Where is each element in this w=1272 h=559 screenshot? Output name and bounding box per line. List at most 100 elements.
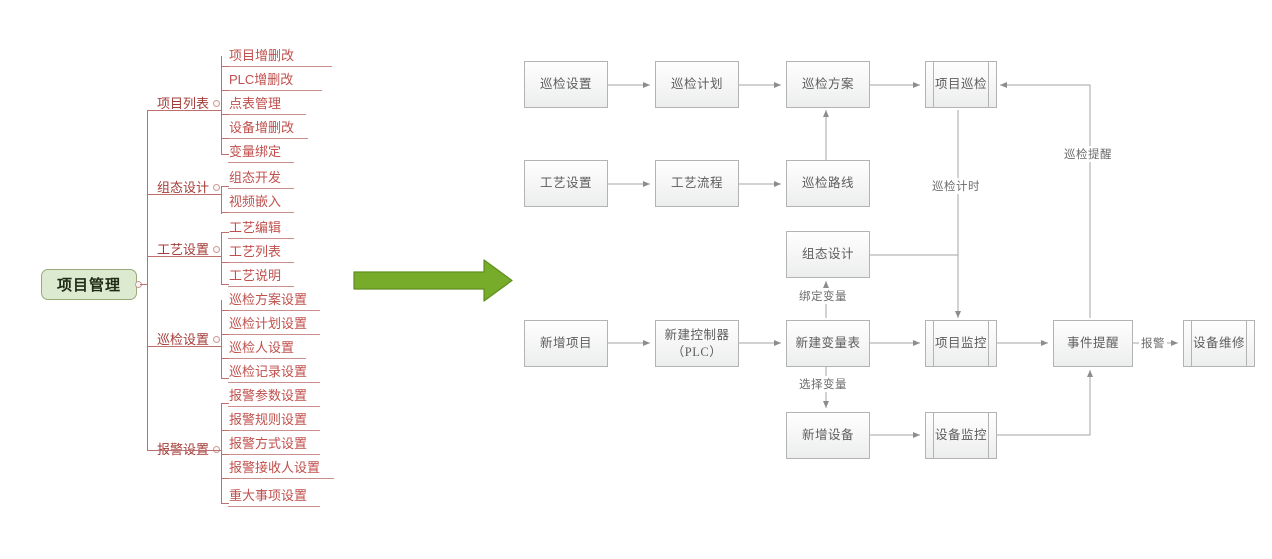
mindmap-root-node[interactable]: 项目管理 bbox=[41, 269, 137, 300]
mindmap-leaf-3-1[interactable]: 巡检计划设置 bbox=[229, 316, 308, 331]
mindmap-leaf-4-4[interactable]: 重大事项设置 bbox=[229, 488, 308, 503]
flow-node-工艺流程[interactable]: 工艺流程 bbox=[655, 160, 739, 207]
green-right-arrow-icon bbox=[353, 259, 513, 302]
flow-edge-label-巡检计时: 巡检计时 bbox=[930, 178, 982, 194]
flow-node-设备维修[interactable]: 设备维修 bbox=[1183, 320, 1255, 367]
flow-node-label: 巡检计划 bbox=[670, 77, 723, 92]
mindmap-leaf-0-0[interactable]: 项目增删改 bbox=[229, 48, 295, 63]
mindmap-leaf-underline bbox=[228, 430, 320, 431]
mindmap-subspine-0 bbox=[221, 56, 222, 154]
mindmap-leaf-underline bbox=[228, 286, 294, 287]
mindmap-leaf-4-2[interactable]: 报警方式设置 bbox=[229, 436, 308, 451]
mindmap-branch-toggle-icon-1[interactable] bbox=[213, 184, 220, 191]
flow-edge-label-报警: 报警 bbox=[1139, 335, 1167, 351]
flow-node-项目巡检[interactable]: 项目巡检 bbox=[925, 61, 997, 108]
mindmap-connector bbox=[221, 403, 229, 404]
mindmap-leaf-4-1[interactable]: 报警规则设置 bbox=[229, 412, 308, 427]
mindmap-leaf-3-2[interactable]: 巡检人设置 bbox=[229, 340, 295, 355]
flow-node-巡检路线[interactable]: 巡检路线 bbox=[786, 160, 870, 207]
flow-node-巡检设置[interactable]: 巡检设置 bbox=[524, 61, 608, 108]
mindmap-connector bbox=[221, 430, 229, 431]
mindmap-connector bbox=[221, 90, 229, 91]
flow-node-项目监控[interactable]: 项目监控 bbox=[925, 320, 997, 367]
mindmap-leaf-underline bbox=[228, 262, 294, 263]
mindmap-branch-label-0[interactable]: 项目列表 bbox=[156, 96, 209, 111]
mindmap-connector bbox=[221, 358, 229, 359]
flow-node-label: 工艺流程 bbox=[670, 176, 723, 191]
mindmap-leaf-underline bbox=[228, 454, 320, 455]
mindmap-connector bbox=[221, 334, 229, 335]
mindmap-leaf-2-1[interactable]: 工艺列表 bbox=[229, 244, 282, 259]
flow-node-label: 设备监控 bbox=[934, 428, 987, 443]
mindmap-branch-toggle-icon-3[interactable] bbox=[213, 336, 220, 343]
mindmap-leaf-underline bbox=[228, 188, 294, 189]
flow-node-新增设备[interactable]: 新增设备 bbox=[786, 412, 870, 459]
mindmap-connector bbox=[221, 310, 229, 311]
mindmap-connector bbox=[221, 212, 229, 213]
flow-node-新增项目[interactable]: 新增项目 bbox=[524, 320, 608, 367]
mindmap-branch-toggle-icon-2[interactable] bbox=[213, 246, 220, 253]
flow-node-label: 新建控制器 （PLC） bbox=[664, 328, 730, 359]
flow-node-label: 巡检方案 bbox=[801, 77, 854, 92]
mindmap-branch-toggle-icon-0[interactable] bbox=[213, 100, 220, 107]
mindmap-connector bbox=[221, 232, 229, 233]
flow-node-label: 新增设备 bbox=[801, 428, 854, 443]
flow-node-工艺设置[interactable]: 工艺设置 bbox=[524, 160, 608, 207]
mindmap-leaf-1-1[interactable]: 视频嵌入 bbox=[229, 194, 282, 209]
mindmap-branch-label-1[interactable]: 组态设计 bbox=[156, 180, 209, 195]
mindmap-branch-label-4[interactable]: 报警设置 bbox=[156, 442, 209, 457]
mindmap-connector bbox=[221, 138, 229, 139]
flow-edge-label-绑定变量: 绑定变量 bbox=[797, 288, 849, 304]
mindmap-leaf-underline bbox=[228, 506, 320, 507]
mindmap-branch-label-3[interactable]: 巡检设置 bbox=[156, 332, 209, 347]
mindmap-leaf-0-2[interactable]: 点表管理 bbox=[229, 96, 282, 111]
flow-node-新建控制器[interactable]: 新建控制器 （PLC） bbox=[655, 320, 739, 367]
mindmap-leaf-2-2[interactable]: 工艺说明 bbox=[229, 268, 282, 283]
mindmap-branch-toggle-icon-4[interactable] bbox=[213, 446, 220, 453]
mindmap-leaf-underline bbox=[228, 66, 332, 67]
mindmap-connector bbox=[147, 110, 221, 111]
flow-node-label: 项目巡检 bbox=[934, 77, 987, 92]
mindmap-leaf-1-0[interactable]: 组态开发 bbox=[229, 170, 282, 185]
mindmap-spine bbox=[147, 110, 148, 450]
flow-edge-label-巡检提醒: 巡检提醒 bbox=[1062, 146, 1114, 162]
flow-node-label: 新增项目 bbox=[539, 336, 592, 351]
mindmap-panel: 项目管理 项目列表 项目增删改 PLC增删改 点表管理 设备增删改 变量绑定 组… bbox=[0, 0, 500, 559]
mindmap-leaf-0-1[interactable]: PLC增删改 bbox=[229, 72, 294, 87]
flow-node-巡检计划[interactable]: 巡检计划 bbox=[655, 61, 739, 108]
mindmap-subspine-1 bbox=[221, 186, 222, 214]
flow-edge-label-选择变量: 选择变量 bbox=[797, 376, 849, 392]
mindmap-leaf-4-0[interactable]: 报警参数设置 bbox=[229, 388, 308, 403]
mindmap-branch-label-2[interactable]: 工艺设置 bbox=[156, 242, 209, 257]
mindmap-leaf-3-0[interactable]: 巡检方案设置 bbox=[229, 292, 308, 307]
mindmap-leaf-3-3[interactable]: 巡检记录设置 bbox=[229, 364, 308, 379]
mindmap-leaf-0-4[interactable]: 变量绑定 bbox=[229, 144, 282, 159]
flow-node-新建变量表[interactable]: 新建变量表 bbox=[786, 320, 870, 367]
mindmap-leaf-4-3[interactable]: 报警接收人设置 bbox=[229, 460, 321, 475]
flow-node-组态设计[interactable]: 组态设计 bbox=[786, 231, 870, 278]
mindmap-leaf-underline bbox=[228, 382, 320, 383]
mindmap-leaf-0-3[interactable]: 设备增删改 bbox=[229, 120, 295, 135]
flow-node-巡检方案[interactable]: 巡检方案 bbox=[786, 61, 870, 108]
mindmap-connector bbox=[221, 478, 229, 479]
flow-node-设备监控[interactable]: 设备监控 bbox=[925, 412, 997, 459]
mindmap-leaf-2-0[interactable]: 工艺编辑 bbox=[229, 220, 282, 235]
mindmap-connector bbox=[221, 454, 229, 455]
mindmap-connector bbox=[221, 186, 229, 187]
mindmap-connector bbox=[221, 262, 229, 263]
flow-node-label: 巡检设置 bbox=[539, 77, 592, 92]
mindmap-connector bbox=[221, 114, 229, 115]
mindmap-connector bbox=[221, 503, 229, 504]
mindmap-leaf-underline bbox=[228, 90, 322, 91]
mindmap-connector bbox=[147, 194, 221, 195]
flow-node-事件提醒[interactable]: 事件提醒 bbox=[1053, 320, 1133, 367]
mindmap-connector bbox=[147, 346, 221, 347]
mindmap-leaf-underline bbox=[228, 478, 334, 479]
mindmap-leaf-underline bbox=[228, 138, 308, 139]
mindmap-leaf-underline bbox=[228, 162, 294, 163]
mindmap-connector bbox=[221, 66, 229, 67]
flow-node-label: 设备维修 bbox=[1192, 336, 1245, 351]
